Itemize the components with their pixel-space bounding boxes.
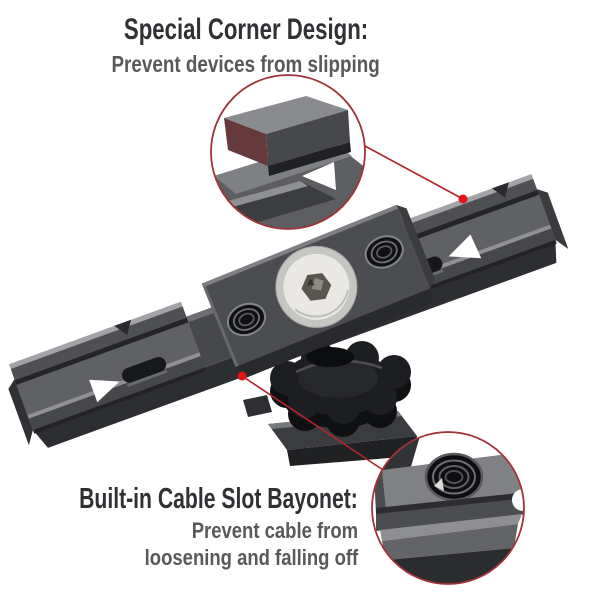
callout-corner-detail: [210, 74, 366, 230]
threaded-hole-zoom: [424, 452, 484, 502]
callout-line-corner: [364, 145, 464, 200]
callout-thread-detail: [371, 431, 525, 585]
callout-line-thread: [241, 375, 384, 471]
top-annotation: Special Corner Design: Prevent devices f…: [0, 13, 492, 81]
callout-dot-thread: [237, 371, 247, 381]
bar-left-cap: [8, 379, 33, 446]
bottom-heading: Built-in Cable Slot Bayonet:: [79, 483, 358, 515]
top-heading: Special Corner Design:: [123, 13, 369, 46]
corner-triangle-zoom: [302, 162, 336, 190]
top-subheading: Prevent devices from slipping: [111, 51, 381, 77]
bottom-subheading-line1: Prevent cable from: [191, 518, 358, 543]
cable-slot-zoom: [376, 498, 524, 531]
callout-corner-content: [214, 96, 365, 229]
hex-screw: [275, 245, 358, 328]
bottom-annotation: Built-in Cable Slot Bayonet: Prevent cab…: [0, 484, 358, 573]
corner-triangle-right: [448, 234, 482, 259]
threaded-hole-top: [364, 235, 404, 269]
rail-notch-right: [491, 182, 509, 198]
callout-thread-content: [374, 436, 524, 584]
corner-triangle-left: [89, 379, 120, 403]
cable-slot-left: [121, 357, 167, 383]
locking-knob: [270, 341, 411, 437]
callout-ring-thread: [371, 431, 525, 585]
cold-shoe-left: [8, 301, 207, 434]
bar-right-cap: [536, 189, 569, 249]
center-plate: [201, 204, 436, 379]
callout-ring-corner: [210, 74, 366, 230]
rail-notch-left: [114, 319, 132, 336]
bottom-subheading-line2: loosening and falling off: [144, 545, 358, 570]
callout-dot-corner: [458, 194, 468, 204]
threaded-hole-bottom: [226, 302, 266, 337]
